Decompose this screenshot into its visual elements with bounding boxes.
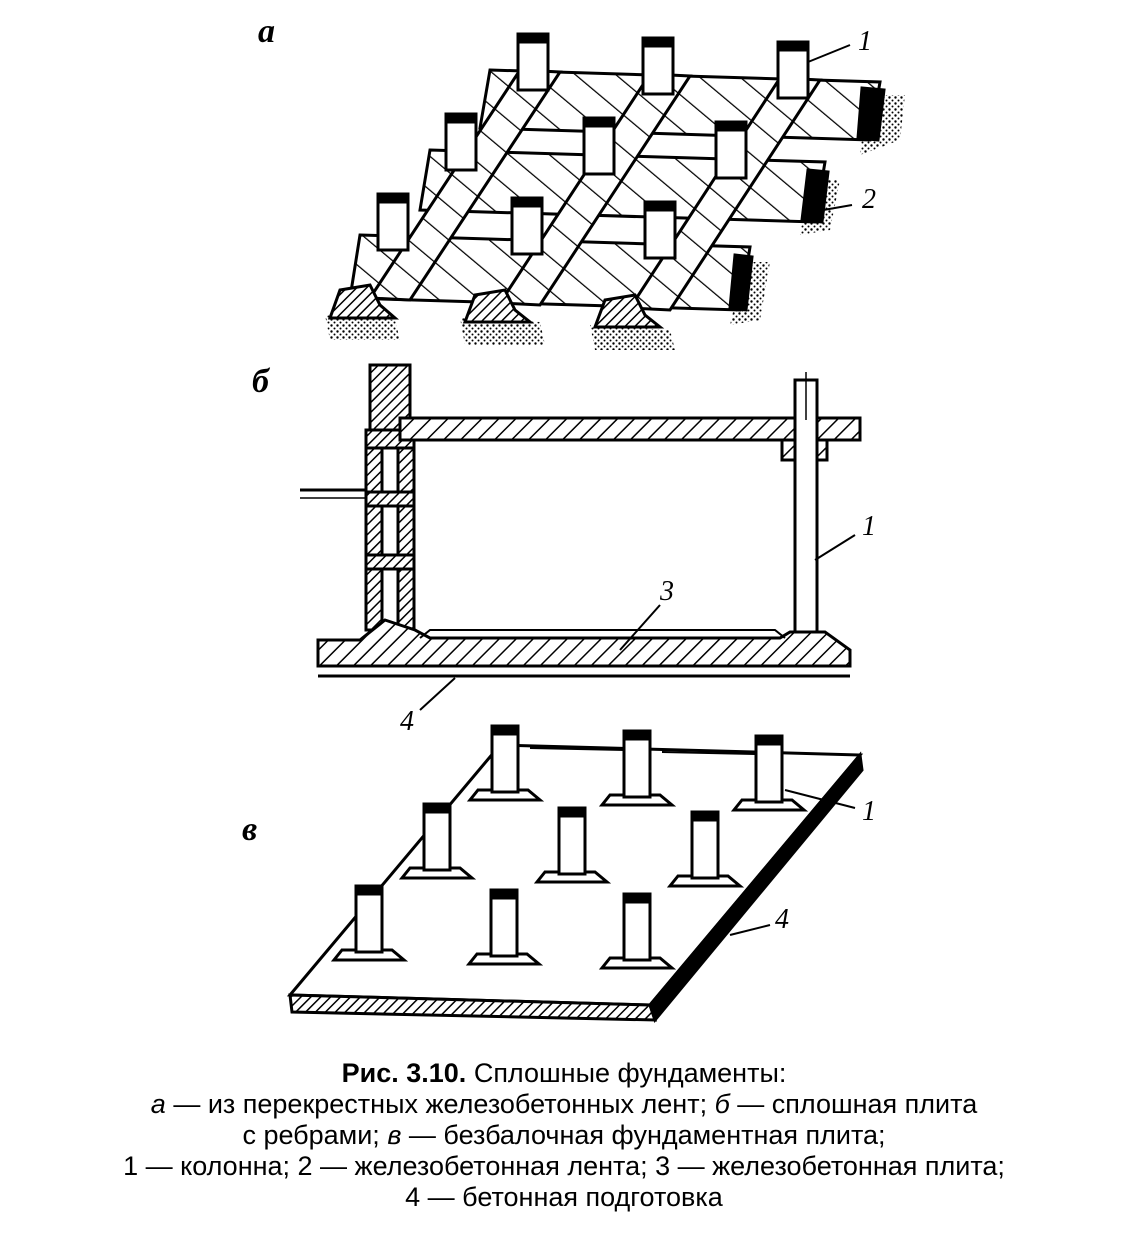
caption-title: Сплошные фундаменты:	[466, 1058, 787, 1088]
figure-caption: Рис. 3.10. Сплошные фундаменты: а — из п…	[0, 1058, 1128, 1213]
soil-a-bottom-3	[590, 325, 675, 350]
caption-key-a: а	[150, 1089, 166, 1119]
foundation-slab	[316, 618, 852, 668]
caption-line-5: 4 — бетонная подготовка	[405, 1182, 723, 1212]
column-v-4	[398, 802, 477, 880]
caption-desc-a: — из перекрестных железобетонных лент;	[165, 1089, 715, 1119]
leader-a-1	[807, 44, 851, 63]
soil-a-bottom-1	[325, 315, 400, 340]
soil-a-bottom-2	[460, 318, 545, 345]
strip-end-right-2	[800, 168, 830, 224]
leader-v-4	[729, 924, 771, 936]
floor-slab	[398, 416, 862, 442]
strip-trans-2	[497, 72, 693, 307]
panel-letter-a: а	[258, 13, 275, 50]
slab-rib-inner	[419, 629, 786, 639]
column-v-5	[533, 806, 612, 884]
wall-band-2	[364, 490, 416, 508]
strip-end-2	[462, 288, 535, 324]
panel-letter-b: б	[252, 363, 271, 400]
callout-a-2: 2	[862, 184, 876, 215]
caption-desc-b-cont: с ребрами;	[242, 1120, 388, 1150]
panel-v-flat-slab	[286, 724, 864, 1024]
wall-left-pier	[364, 428, 384, 632]
caption-key-v: в	[387, 1120, 402, 1150]
leader-b-1	[814, 534, 856, 561]
leader-b-3	[619, 604, 661, 651]
wall-right-pier	[396, 428, 416, 632]
panel-a-strip-grid	[325, 32, 905, 350]
caption-desc-b: — сплошная плита	[729, 1089, 978, 1119]
column-v-7	[330, 884, 409, 962]
column-v-1	[466, 724, 545, 802]
callout-v-4: 4	[775, 904, 789, 935]
column-a-2	[641, 36, 675, 96]
panel-letter-v: в	[242, 811, 257, 848]
caption-key-b: б	[714, 1089, 730, 1119]
strip-end-3	[592, 293, 665, 329]
wall-band-3	[364, 553, 416, 571]
column-v-2	[598, 729, 677, 807]
callout-v-1: 1	[862, 796, 876, 827]
callout-b-3: 3	[659, 576, 674, 607]
column-a-6	[714, 120, 748, 180]
figure-number: Рис. 3.10.	[341, 1058, 467, 1088]
foundations-figure: а б в 1 2 1 3 4 1 4	[242, 13, 905, 1024]
flat-slab-edge-side	[648, 751, 864, 1024]
column-a-4	[444, 112, 478, 172]
column-a-5	[582, 116, 616, 176]
panel-b-ribbed-slab	[300, 363, 862, 711]
caption-line-1: Рис. 3.10. Сплошные фундаменты:	[0, 1058, 1128, 1089]
strip-end-right-3	[728, 253, 754, 312]
column-a-8	[510, 196, 544, 256]
strip-end-1	[327, 283, 400, 320]
column-a-1	[516, 32, 550, 92]
column-a-7	[376, 192, 410, 252]
caption-line-3: с ребрами; в — безбалочная фундаментная …	[0, 1120, 1128, 1151]
leader-v-1	[784, 789, 856, 809]
column-a-9	[643, 200, 677, 260]
strip-end-right-1	[856, 86, 886, 142]
callout-b-1: 1	[862, 511, 876, 542]
column-v-8	[465, 888, 544, 966]
leader-b-4	[419, 677, 456, 711]
caption-line-4: 1 — колонна; 2 — железобетонная лента; 3…	[123, 1151, 1005, 1181]
column-v-9	[598, 892, 677, 970]
column-v-6	[666, 810, 745, 888]
callout-a-1: 1	[858, 26, 872, 57]
leader-a-2	[811, 204, 853, 213]
caption-line-2: а — из перекрестных железобетонных лент;…	[0, 1089, 1128, 1120]
callout-b-4: 4	[400, 706, 414, 737]
caption-desc-v: — безбалочная фундаментная плита;	[401, 1120, 886, 1150]
column-a-3	[776, 40, 810, 100]
column-v-3	[730, 734, 809, 812]
